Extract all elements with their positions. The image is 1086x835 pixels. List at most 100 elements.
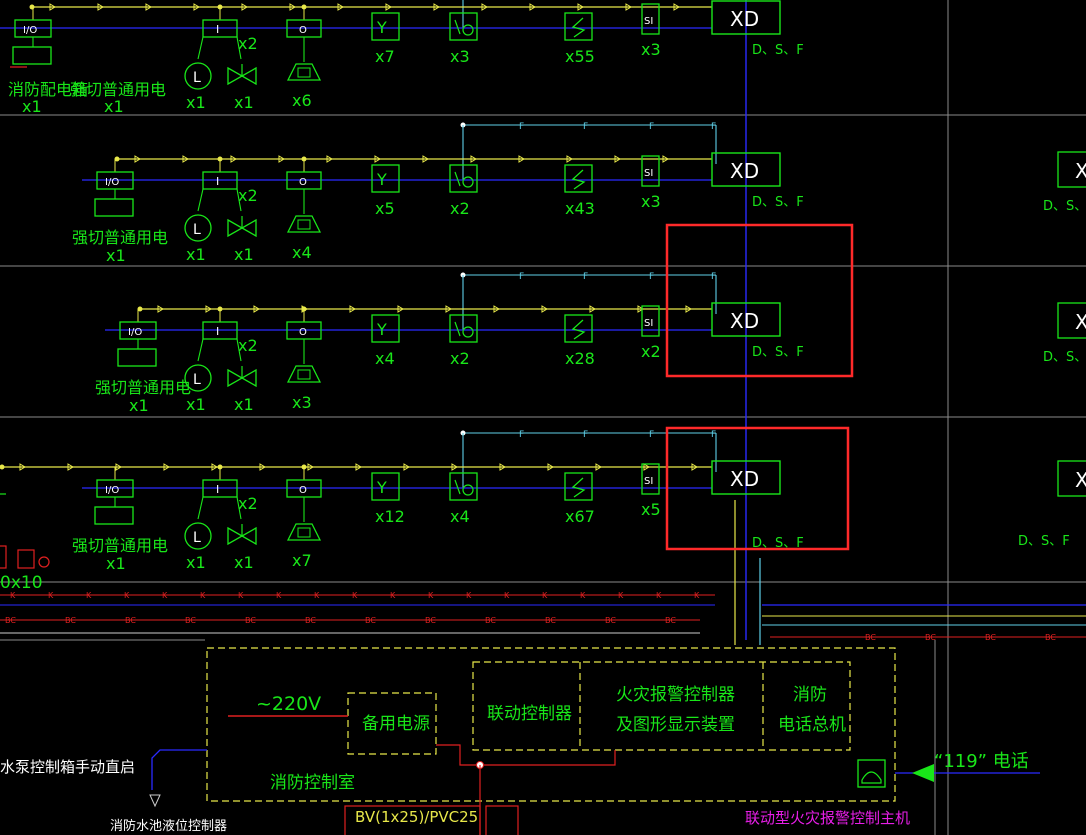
- bc-line-label: BC: [5, 616, 16, 625]
- bus-marker: [289, 3, 296, 11]
- bc-line-label: BC: [1045, 633, 1056, 642]
- k-line-label: K: [86, 591, 92, 600]
- lead: [197, 496, 204, 520]
- bus-marker: [355, 463, 362, 471]
- output-module-label: O: [299, 177, 307, 188]
- junction: [301, 156, 307, 162]
- bc-line-label: BC: [865, 633, 876, 642]
- valve-count: x1: [234, 245, 254, 264]
- short-circuit-isolator-count: x3: [641, 40, 661, 59]
- device-terminal: [38, 556, 50, 568]
- bc-line-label: BC: [425, 616, 436, 625]
- input-module-count: x2: [238, 336, 258, 355]
- level-switch-count: x1: [186, 245, 206, 264]
- smoke-detector-inner: [462, 484, 474, 496]
- heat-detector-symbol: Y: [376, 320, 387, 339]
- smoke-detector-inner: [462, 176, 474, 188]
- bus-marker: [278, 155, 285, 163]
- bc-line-label: BC: [65, 616, 76, 625]
- bc-line-label: BC: [125, 616, 136, 625]
- level-switch-count: x1: [186, 395, 206, 414]
- bc-line-label: BC: [365, 616, 376, 625]
- sound-light-alarm-icon: [286, 215, 322, 233]
- valve-count: x1: [234, 93, 254, 112]
- sound-light-alarm-icon: [286, 63, 322, 81]
- smoke-sensor-count: x43: [565, 199, 595, 218]
- xd-box: [711, 0, 781, 35]
- level-switch-icon: [184, 522, 212, 550]
- power-input-label: ~220V: [256, 693, 321, 715]
- bus-marker: [673, 3, 680, 11]
- xd-label: XD: [730, 467, 759, 491]
- xd-label: X: [1075, 310, 1086, 334]
- alarm-icon-inner: [297, 369, 311, 380]
- bus-marker: [307, 463, 314, 471]
- bus-marker: [445, 305, 452, 313]
- lead: [236, 496, 242, 520]
- short-circuit-isolator-box: [641, 305, 660, 337]
- smoke-detector-icon: [449, 12, 478, 41]
- heat-detector-symbol: Y: [376, 18, 387, 37]
- bus-marker: [451, 463, 458, 471]
- strong-cut-caption: 强切普通用电: [72, 536, 168, 555]
- bus-marker: [374, 155, 381, 163]
- short-circuit-isolator-box: [641, 463, 660, 495]
- fire-alarm-controller-label: 火灾报警控制器: [616, 685, 735, 705]
- input-module-label: I: [216, 175, 219, 188]
- bus-marker: [145, 3, 152, 11]
- valve-count: x1: [234, 553, 254, 572]
- dsf-label: D、S、F: [1018, 534, 1070, 549]
- f-line-label: F: [583, 430, 588, 440]
- dsf-label: D、S、F: [1043, 199, 1086, 214]
- smoke-sensor-count: x28: [565, 349, 595, 368]
- smoke-detector-inner: [462, 24, 474, 36]
- smoke-detector-count: x3: [450, 47, 470, 66]
- alarm-icon-inner: [297, 67, 311, 78]
- fire-phone-master-label: 电话总机: [778, 715, 846, 735]
- arrow-icon: [149, 794, 161, 808]
- xd-label: XD: [730, 7, 759, 31]
- strong-cut-box: [117, 348, 157, 367]
- io-module-label: I/O: [105, 485, 119, 496]
- smoke-detector-inner: [454, 479, 461, 495]
- junction: [301, 306, 307, 312]
- bus-marker: [662, 155, 669, 163]
- bus-marker: [230, 155, 237, 163]
- io-caption: 消防配电箱: [8, 80, 88, 99]
- k-line-label: K: [48, 591, 54, 600]
- dsf-label: D、S、F: [752, 345, 804, 360]
- smoke-detector-inner: [454, 19, 461, 35]
- smoke-detector-inner: [454, 321, 461, 337]
- strong-cut-box: [94, 506, 134, 525]
- bus-marker: [163, 463, 170, 471]
- short-circuit-isolator-label: SI: [644, 168, 653, 179]
- valve-icon: [227, 218, 257, 238]
- smoke-sensor-icon: [564, 12, 593, 41]
- backup-power-box: [347, 692, 437, 755]
- heat-detector-count: x7: [375, 47, 395, 66]
- bus-marker: [499, 463, 506, 471]
- bus-marker: [685, 305, 692, 313]
- bus-marker: [625, 3, 632, 11]
- smoke-sensor-zigzag: [571, 169, 586, 190]
- bc-line-label: BC: [925, 633, 936, 642]
- strong-cut-count: x1: [104, 97, 124, 116]
- xd-label: X: [1075, 159, 1086, 183]
- k-line-label: K: [200, 591, 206, 600]
- bus-marker: [115, 463, 122, 471]
- io-count: x1: [22, 97, 42, 116]
- highlight-box-floor-3: [665, 223, 854, 378]
- level-switch-label: L: [193, 222, 201, 238]
- heat-detector-icon: [371, 472, 400, 501]
- bus-marker: [589, 305, 596, 313]
- smoke-detector-count: x2: [450, 199, 470, 218]
- level-switch-count: x1: [186, 93, 206, 112]
- valve-icon: [227, 66, 257, 86]
- strong-cut-count: x1: [106, 246, 126, 265]
- bus-marker: [470, 155, 477, 163]
